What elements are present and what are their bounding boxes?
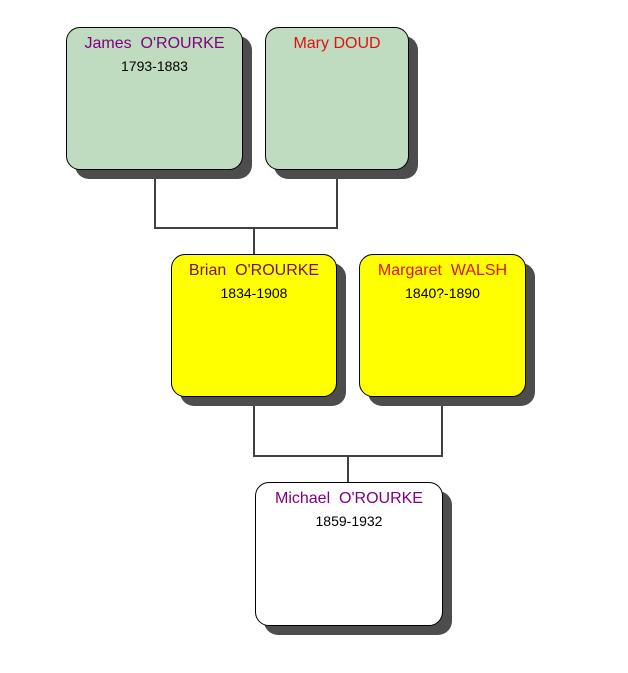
person-name: Mary DOUD — [293, 35, 381, 52]
person-name: Margaret WALSH — [377, 262, 508, 279]
person-box-margaret[interactable]: Margaret WALSH 1840?-1890 — [359, 254, 526, 397]
person-name: Brian O'ROURKE — [188, 262, 320, 279]
connector — [347, 455, 349, 483]
connector — [253, 396, 255, 457]
person-dates: 1834-1908 — [220, 285, 288, 301]
person-box-michael[interactable]: Michael O'ROURKE 1859-1932 — [255, 482, 443, 626]
person-dates: 1840?-1890 — [405, 285, 480, 301]
connector — [154, 170, 156, 229]
connector — [441, 396, 443, 457]
person-dates: 1793-1883 — [121, 58, 188, 74]
person-name: James O'ROURKE — [84, 35, 225, 52]
connector — [154, 227, 338, 229]
connector — [253, 227, 255, 255]
connector — [336, 170, 338, 229]
person-box-brian[interactable]: Brian O'ROURKE 1834-1908 — [171, 254, 337, 397]
person-box-mary[interactable]: Mary DOUD — [265, 27, 409, 170]
person-box-james[interactable]: James O'ROURKE 1793-1883 — [66, 27, 243, 170]
person-dates: 1859-1932 — [315, 513, 383, 529]
person-name: Michael O'ROURKE — [275, 490, 423, 507]
